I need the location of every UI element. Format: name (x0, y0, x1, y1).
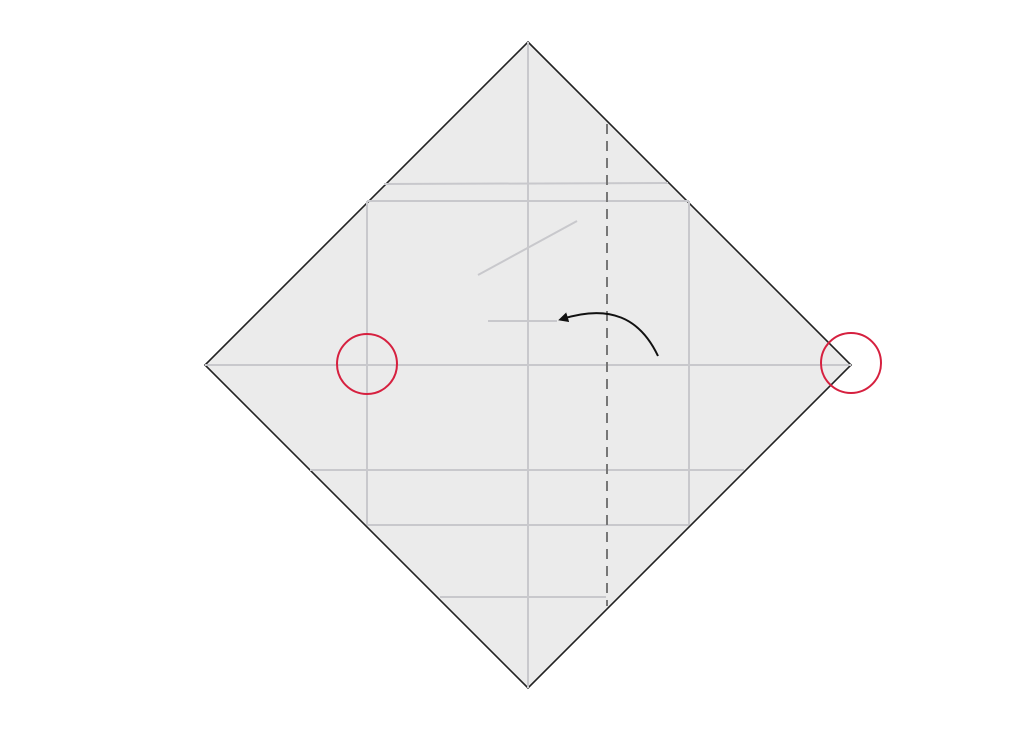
target-marker-left-icon (336, 333, 398, 395)
crease-horizontal-top (383, 182, 669, 185)
fold-arrow (558, 312, 659, 357)
existing-creases (205, 42, 851, 688)
target-marker-right-icon (820, 332, 882, 394)
crease-diagonal-short (477, 220, 578, 276)
